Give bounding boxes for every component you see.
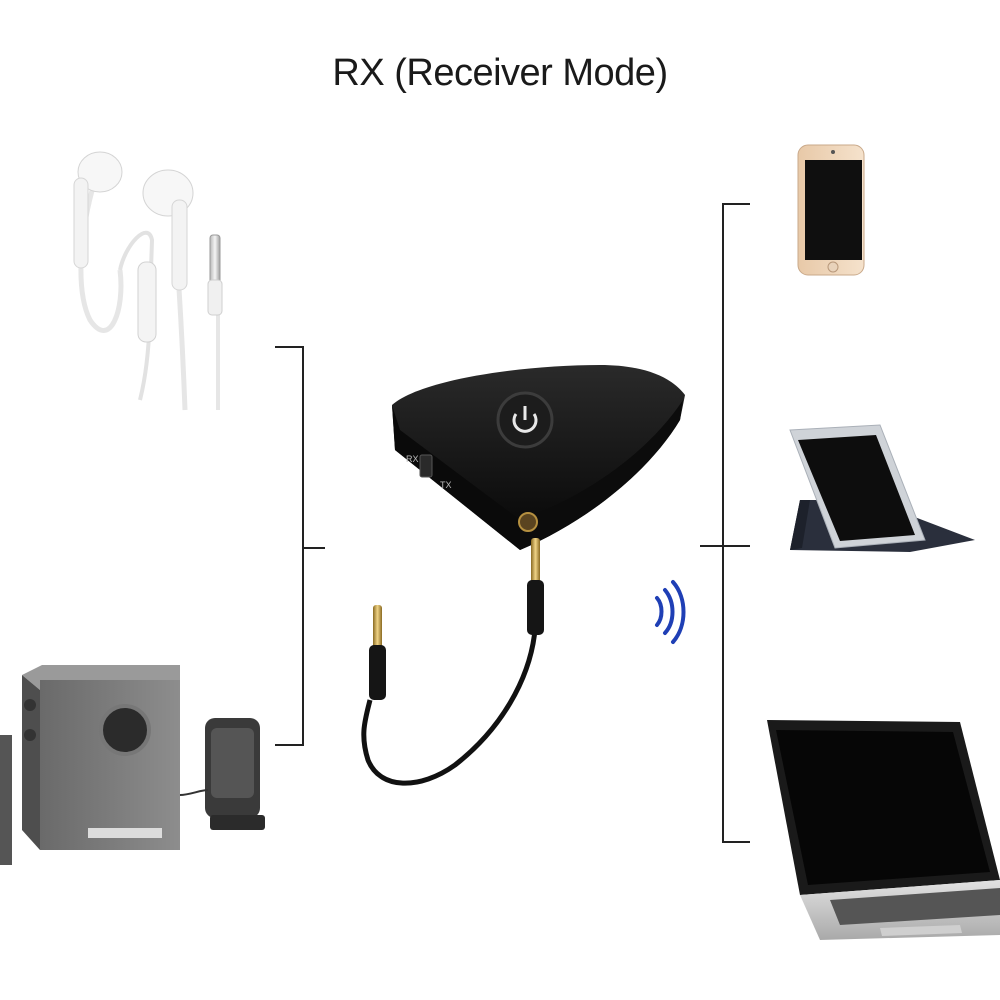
power-icon — [512, 406, 538, 433]
speaker-system — [0, 665, 265, 865]
page-title: RX (Receiver Mode) — [332, 52, 668, 94]
aux-cable — [361, 538, 544, 786]
left-bracket — [275, 346, 325, 746]
tablet — [789, 424, 975, 552]
right-bracket — [700, 203, 750, 843]
switch-label-tx: TX — [440, 480, 452, 490]
laptop — [767, 720, 1000, 940]
switch-label-rx: RX — [406, 454, 419, 464]
bluetooth-device: RX TX — [392, 365, 685, 550]
smartphone — [797, 144, 865, 276]
earphones — [73, 151, 223, 411]
wireless-signal-icon — [655, 580, 686, 644]
